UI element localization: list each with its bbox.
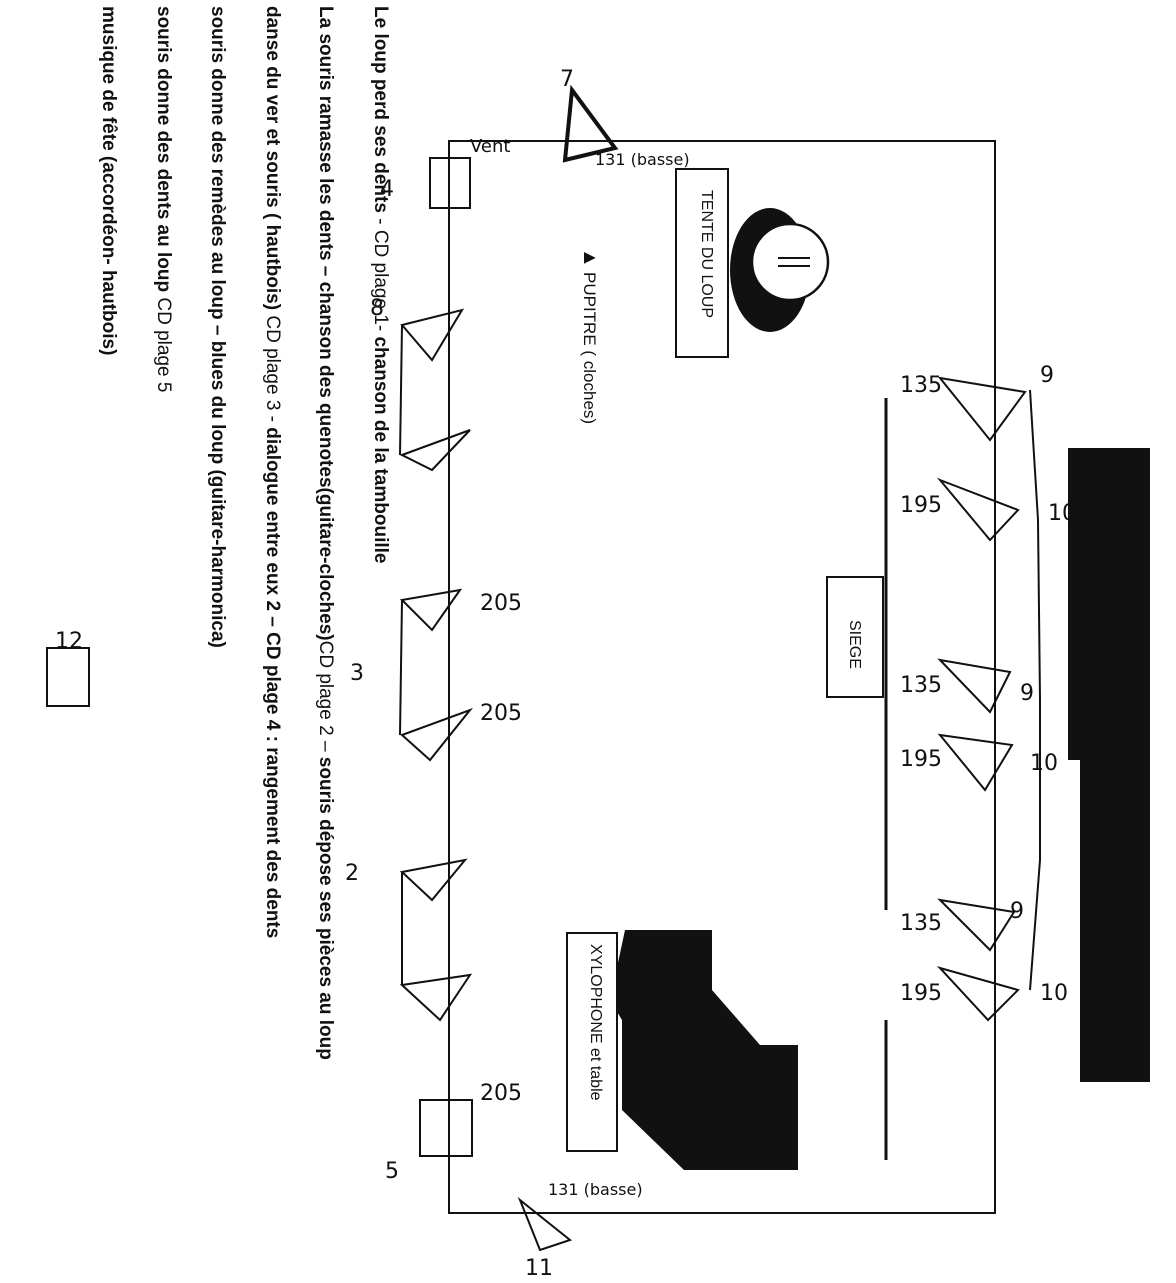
- scene-3-mid: CD plage 3 -: [262, 310, 283, 428]
- hw-205b: 205: [480, 701, 522, 726]
- hw-195c: 195: [900, 981, 942, 1006]
- scene-5-mid: CD plage 5: [153, 292, 174, 393]
- hw-9c: 9: [1010, 899, 1024, 924]
- hw-135a: 135: [900, 373, 942, 398]
- seat-3: [937, 658, 1012, 714]
- scene-1-bold: Le loup perd ses dents: [370, 6, 391, 213]
- hw-12: 12: [55, 629, 83, 654]
- scene-3-bold: danse du ver et souris ( hautbois): [262, 6, 283, 311]
- hw-131-top: 131 (basse): [595, 150, 690, 169]
- hw-4: 4: [380, 177, 394, 202]
- mid-seat-4: [400, 707, 474, 762]
- hw-131-bottom: 131 (basse): [548, 1180, 643, 1199]
- hw-9a: 9: [1040, 363, 1054, 388]
- mid-seat-6: [399, 973, 473, 1022]
- scene-line-6: musique de fête (accordéon- hautbois): [98, 6, 119, 356]
- scene-2-tail: souris dépose ses pièces au loup: [315, 756, 336, 1060]
- scene-4-bold: souris donne des remèdes au loup – blues…: [207, 6, 228, 648]
- scene-line-4: souris donne des remèdes au loup – blues…: [207, 6, 228, 648]
- scene-3-tail: dialogue entre eux 2 – CD plage 4 : rang…: [262, 427, 283, 939]
- square-5: [419, 1099, 473, 1157]
- scene-line-2: La souris ramasse les dents – chanson de…: [315, 6, 336, 1060]
- mid-seat-3: [399, 588, 463, 632]
- scene-2-bold: La souris ramasse les dents – chanson de…: [315, 6, 336, 641]
- hw-195a: 195: [900, 493, 942, 518]
- hw-10c: 10: [1040, 981, 1068, 1006]
- hw-205a: 205: [480, 591, 522, 616]
- scene-6-bold: musique de fête (accordéon- hautbois): [98, 6, 119, 356]
- hw-195b: 195: [900, 747, 942, 772]
- tent-icon: [750, 222, 830, 302]
- bracket-2: [399, 599, 403, 736]
- hw-3: 3: [350, 661, 364, 686]
- hw-9b: 9: [1020, 681, 1034, 706]
- hw-135b: 135: [900, 673, 942, 698]
- xylophone-cone: [517, 1196, 573, 1252]
- bracket-1: [399, 324, 403, 456]
- pupitre-cone: [562, 84, 619, 163]
- scene-line-1: Le loup perd ses dents - CD plage 1- cha…: [370, 6, 391, 564]
- siege-label-box: [826, 576, 884, 698]
- scene-line-5: souris donne des dents au loup CD plage …: [153, 6, 174, 393]
- hw-205c: 205: [480, 1081, 522, 1106]
- seat-1: [937, 376, 1027, 442]
- hw-7: 7: [560, 67, 574, 92]
- seat-6: [936, 966, 1020, 1022]
- xylophone-label-box: [566, 932, 618, 1152]
- hw-8: 8: [370, 296, 384, 321]
- scene-1-tail: chanson de la tambouille: [370, 336, 391, 564]
- top-bracket: [1029, 389, 1041, 991]
- tente-label-box: [675, 168, 729, 358]
- mid-seat-5: [399, 858, 468, 902]
- hw-11: 11: [525, 1256, 553, 1281]
- hw-135c: 135: [900, 911, 942, 936]
- mid-seat-2: [399, 429, 471, 472]
- redacted-title-2: [1080, 760, 1150, 1082]
- hw-10b: 10: [1030, 751, 1058, 776]
- mid-seat-1: [400, 308, 465, 362]
- square-12: [46, 647, 90, 707]
- hw-vent: Vent: [470, 136, 510, 157]
- tente-square: [429, 157, 471, 209]
- scene-line-3: danse du ver et souris ( hautbois) CD pl…: [262, 6, 283, 939]
- scene-2-mid: CD plage 2 –: [315, 640, 336, 757]
- seat-5: [937, 898, 1016, 952]
- scene-1-mid: - CD plage 1-: [370, 212, 391, 337]
- seat-4: [937, 733, 1014, 792]
- xylophone-shape: [610, 930, 798, 1170]
- redacted-title: [1068, 448, 1150, 760]
- hw-2: 2: [345, 861, 359, 886]
- hw-5: 5: [385, 1159, 399, 1184]
- scene-5-bold: souris donne des dents au loup: [153, 6, 174, 293]
- seat-2: [936, 477, 1020, 542]
